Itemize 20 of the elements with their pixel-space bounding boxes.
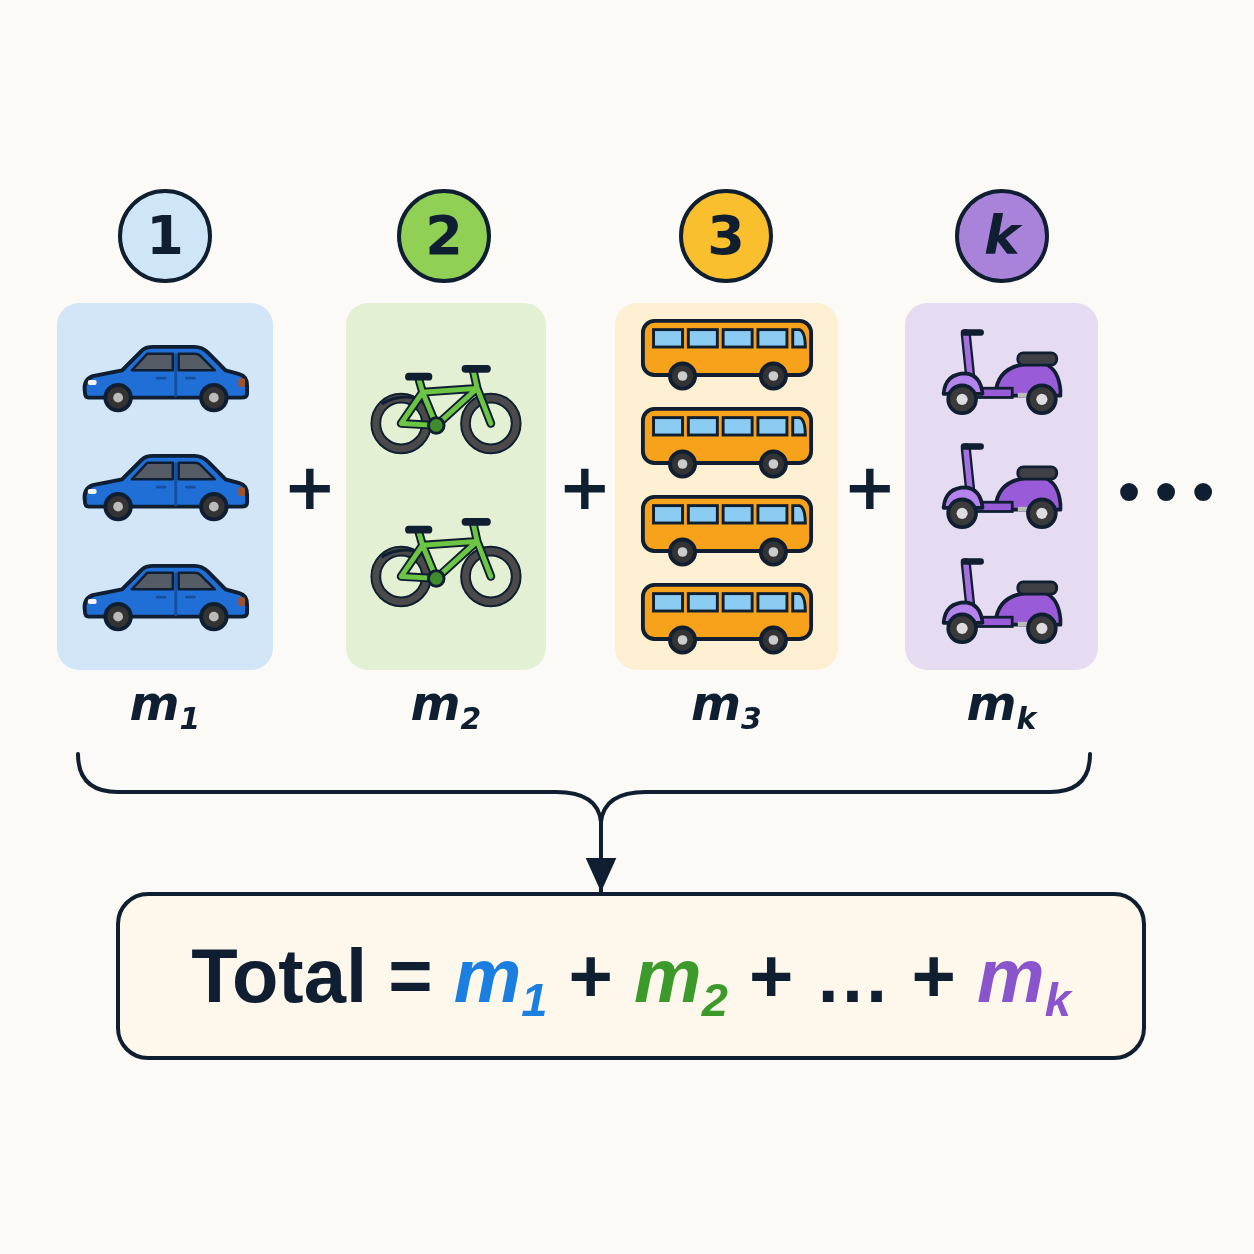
- number-badge: 2: [397, 189, 491, 283]
- group-panel: [346, 303, 546, 670]
- variable-label: m$_{2}$: [410, 676, 482, 730]
- ellipsis: …: [1111, 407, 1221, 517]
- group-panel: [615, 303, 838, 670]
- formula-box: [116, 892, 1146, 1060]
- number-badge: k: [955, 189, 1049, 283]
- group-panel: [57, 303, 273, 670]
- variable-label: m$_{k}$: [966, 676, 1037, 730]
- variable-label: m$_{3}$: [691, 676, 762, 730]
- plus-sign: +: [843, 455, 897, 519]
- variable-label: m$_{1}$: [129, 676, 201, 730]
- number-badge: 3: [679, 189, 773, 283]
- arrow: [585, 822, 617, 892]
- group-panel: [905, 303, 1098, 670]
- plus-sign: +: [283, 455, 337, 519]
- number-badge: 1: [118, 189, 212, 283]
- curly-brace: [76, 752, 1092, 824]
- formula-text: Total = m$_{1}$ + m$_{2}$ + … + m$_{k}$: [191, 934, 1071, 1018]
- plus-sign: +: [558, 455, 612, 519]
